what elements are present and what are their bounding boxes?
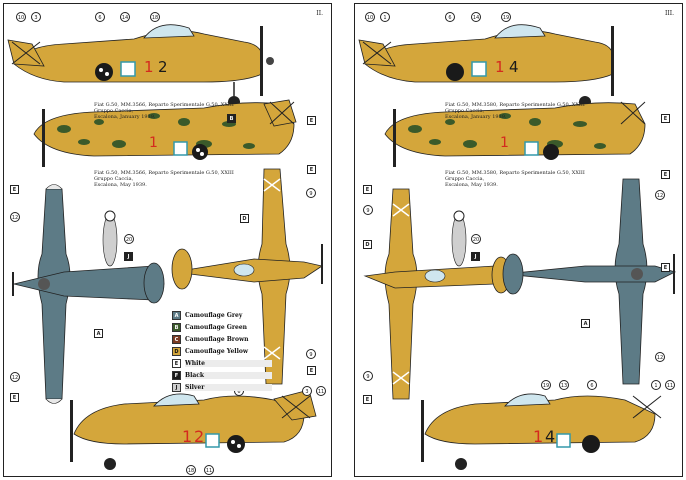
callout: 13 — [559, 380, 569, 390]
callout: 20 — [124, 234, 134, 244]
callout: 14 — [471, 12, 481, 22]
callout: 9 — [306, 188, 316, 198]
sheet-right: III. — [354, 3, 683, 477]
sheet-number: III. — [664, 10, 674, 17]
caption-may: Fiat G.50, MM.3580, Reparto Sperimentale… — [445, 170, 585, 188]
legend-item: B Camouflage Green — [172, 322, 272, 333]
legend-swatch: F — [172, 371, 181, 380]
code-digit-4: 4 — [509, 58, 519, 76]
color-tag: E — [307, 116, 316, 125]
view-underside-grey — [502, 178, 677, 385]
color-tag: E — [10, 393, 19, 402]
callout: 14 — [120, 12, 130, 22]
callout: 12 — [10, 372, 20, 382]
color-tag: E — [661, 114, 670, 123]
callout: 19 — [501, 12, 511, 22]
callout: 11 — [316, 386, 326, 396]
callout: 11 — [204, 465, 214, 475]
legend-label: Camouflage Grey — [185, 312, 243, 319]
legend-item: C Camouflage Brown — [172, 334, 272, 345]
callout: 12 — [655, 352, 665, 362]
view-upper-yellow — [363, 188, 511, 400]
legend-swatch: E — [172, 359, 181, 368]
color-tag: A — [94, 329, 103, 338]
code-digit-1: 1 — [144, 58, 154, 76]
color-tag: D — [363, 240, 372, 249]
caption-may: Fiat G.50, MM.3566, Reparto Sperimentale… — [94, 170, 234, 188]
code-digit-1: 1 — [149, 135, 158, 151]
color-tag: D — [240, 214, 249, 223]
legend-swatch: J — [172, 383, 181, 392]
legend-swatch: B — [172, 323, 181, 332]
legend-swatch: C — [172, 335, 181, 344]
callout: 12 — [10, 212, 20, 222]
code-digit-1: 1 — [500, 135, 509, 151]
callout: 10 — [16, 12, 26, 22]
color-tag: J — [124, 252, 133, 261]
legend-label: Camouflage Brown — [185, 336, 249, 343]
profile-side-yellow-bottom — [421, 393, 662, 470]
callout: 6 — [587, 380, 597, 390]
legend-label: Camouflage Yellow — [185, 348, 249, 355]
code-digit-1: 1 — [182, 427, 193, 446]
color-tag: B — [227, 114, 236, 123]
code-digit-2: 2 — [158, 58, 168, 76]
profile-side-yellow-bottom — [70, 389, 317, 470]
legend-item: J Silver — [172, 382, 272, 393]
callout: 18 — [186, 465, 196, 475]
caption-january: Fiat G.50, MM.3580, Reparto Sperimentale… — [445, 102, 585, 120]
legend-item: D Camouflage Yellow — [172, 346, 272, 357]
callout: 18 — [150, 12, 160, 22]
legend-item: F Black — [172, 370, 272, 381]
color-tag: E — [307, 165, 316, 174]
callout: 6 — [95, 12, 105, 22]
color-tag: E — [307, 366, 316, 375]
profile-side-yellow — [7, 24, 274, 108]
code-digit-1: 1 — [533, 427, 544, 446]
code-digit-1: 1 — [495, 58, 505, 76]
callout: 9 — [363, 205, 373, 215]
legend-label: Camouflage Green — [185, 324, 248, 331]
callout: 1 — [380, 12, 390, 22]
callout: 10 — [365, 12, 375, 22]
callout: 12 — [655, 190, 665, 200]
callout: 20 — [471, 234, 481, 244]
color-tag: E — [363, 395, 372, 404]
color-tag: E — [661, 263, 670, 272]
caption-january: Fiat G.50, MM.3566, Reparto Sperimentale… — [94, 102, 234, 120]
color-tag: E — [10, 185, 19, 194]
color-tag: E — [363, 185, 372, 194]
callout: 11 — [665, 380, 675, 390]
callout: 6 — [445, 12, 455, 22]
callout: 19 — [541, 380, 551, 390]
detail-silver-part — [451, 210, 467, 267]
profile-side-yellow — [358, 24, 614, 108]
code-digit-2: 2 — [194, 427, 205, 446]
detail-silver-part — [102, 210, 118, 267]
profile-side-camo — [384, 101, 646, 167]
legend-swatch: A — [172, 311, 181, 320]
code-digit-4: 4 — [545, 427, 556, 446]
callout: 1 — [651, 380, 661, 390]
callout: 3 — [31, 12, 41, 22]
view-underside-grey — [12, 184, 165, 404]
color-tag: E — [661, 170, 670, 179]
callout: 3 — [302, 386, 312, 396]
legend-label: White — [185, 360, 272, 367]
legend-label: Black — [185, 372, 272, 379]
right-sheet-artwork — [358, 24, 677, 470]
legend-item: E White — [172, 358, 272, 369]
legend-swatch: D — [172, 347, 181, 356]
color-tag: A — [581, 319, 590, 328]
callout: 9 — [306, 349, 316, 359]
left-sheet-artwork — [7, 24, 324, 470]
color-tag: J — [471, 252, 480, 261]
callout: 9 — [363, 371, 373, 381]
legend-label: Silver — [185, 384, 272, 391]
sheet-left: II. — [3, 3, 332, 477]
view-upper-yellow — [171, 168, 324, 385]
legend-item: A Camouflage Grey — [172, 310, 272, 321]
sheet-number: II. — [316, 10, 323, 17]
